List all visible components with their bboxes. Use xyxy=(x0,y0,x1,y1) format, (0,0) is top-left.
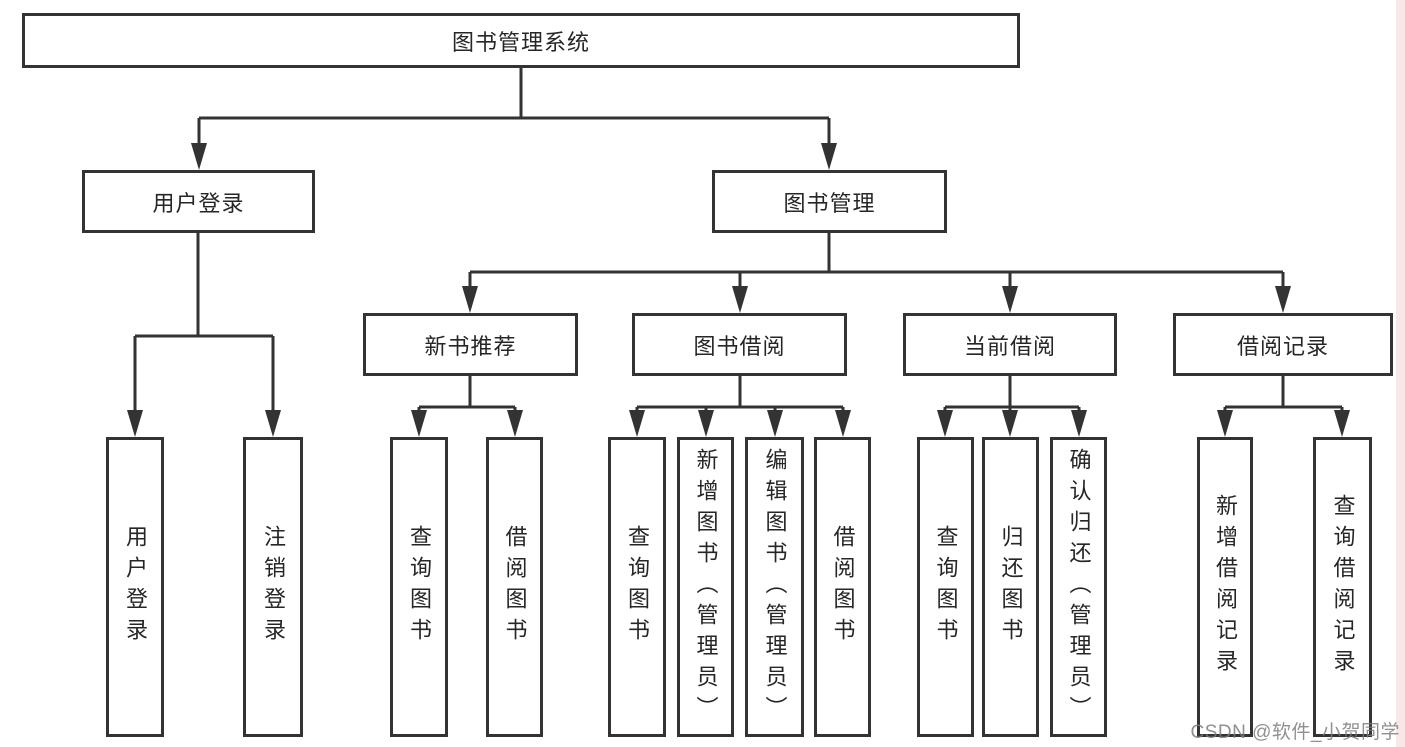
leaf-borrow-books: 借阅图书 xyxy=(814,437,871,737)
leaf-query-books-recommend-label: 查询图书 xyxy=(407,525,432,649)
csdn-watermark: CSDN @软件_小贺同学 xyxy=(1190,722,1400,743)
node-borrow-records: 借阅记录 xyxy=(1173,313,1393,376)
leaf-add-borrow-record: 新增借阅记录 xyxy=(1197,437,1253,737)
leaf-edit-books-admin-label: 编辑图书（管理员） xyxy=(762,447,788,727)
leaf-add-books-admin: 新增图书（管理员） xyxy=(677,437,734,737)
leaf-query-borrow-record: 查询借阅记录 xyxy=(1313,437,1372,737)
node-new-book-recommend: 新书推荐 xyxy=(363,313,578,376)
node-book-management: 图书管理 xyxy=(712,170,947,233)
arrowheads xyxy=(127,143,1350,437)
node-book-borrow-label: 图书借阅 xyxy=(693,333,786,359)
node-new-book-recommend-label: 新书推荐 xyxy=(424,333,517,359)
node-book-borrow: 图书借阅 xyxy=(632,313,847,376)
node-borrow-records-label: 借阅记录 xyxy=(1236,333,1329,359)
leaf-add-borrow-record-label: 新增借阅记录 xyxy=(1213,494,1238,680)
leaf-query-books-current: 查询图书 xyxy=(917,437,974,737)
leaf-logout-label: 注销登录 xyxy=(261,525,286,649)
node-current-borrow-label: 当前借阅 xyxy=(963,333,1056,359)
leaf-add-books-admin-label: 新增图书（管理员） xyxy=(693,447,719,727)
node-user-login-label: 用户登录 xyxy=(152,190,245,216)
leaf-user-login: 用户登录 xyxy=(106,437,164,737)
leaf-return-books-label: 归还图书 xyxy=(998,525,1024,649)
leaf-query-books-borrow: 查询图书 xyxy=(608,437,666,737)
node-user-login: 用户登录 xyxy=(82,170,315,233)
right-edge-strip xyxy=(1396,0,1405,747)
node-root: 图书管理系统 xyxy=(22,13,1020,68)
node-current-borrow: 当前借阅 xyxy=(903,313,1117,376)
leaf-confirm-return-admin: 确认归还（管理员） xyxy=(1050,437,1107,737)
leaf-return-books: 归还图书 xyxy=(982,437,1039,737)
leaf-borrow-books-recommend: 借阅图书 xyxy=(486,437,543,737)
leaf-logout: 注销登录 xyxy=(243,437,303,737)
node-root-label: 图书管理系统 xyxy=(451,29,590,55)
leaf-borrow-books-recommend-label: 借阅图书 xyxy=(502,525,528,649)
leaf-query-books-current-label: 查询图书 xyxy=(933,525,959,649)
leaf-confirm-return-admin-label: 确认归还（管理员） xyxy=(1066,447,1092,727)
node-book-management-label: 图书管理 xyxy=(783,190,876,216)
leaf-query-books-recommend: 查询图书 xyxy=(390,437,448,737)
leaf-user-login-label: 用户登录 xyxy=(123,525,148,649)
leaf-query-borrow-record-label: 查询借阅记录 xyxy=(1330,494,1356,680)
leaf-query-books-borrow-label: 查询图书 xyxy=(625,525,650,649)
leaf-edit-books-admin: 编辑图书（管理员） xyxy=(745,437,804,737)
leaf-borrow-books-label: 借阅图书 xyxy=(830,525,856,649)
